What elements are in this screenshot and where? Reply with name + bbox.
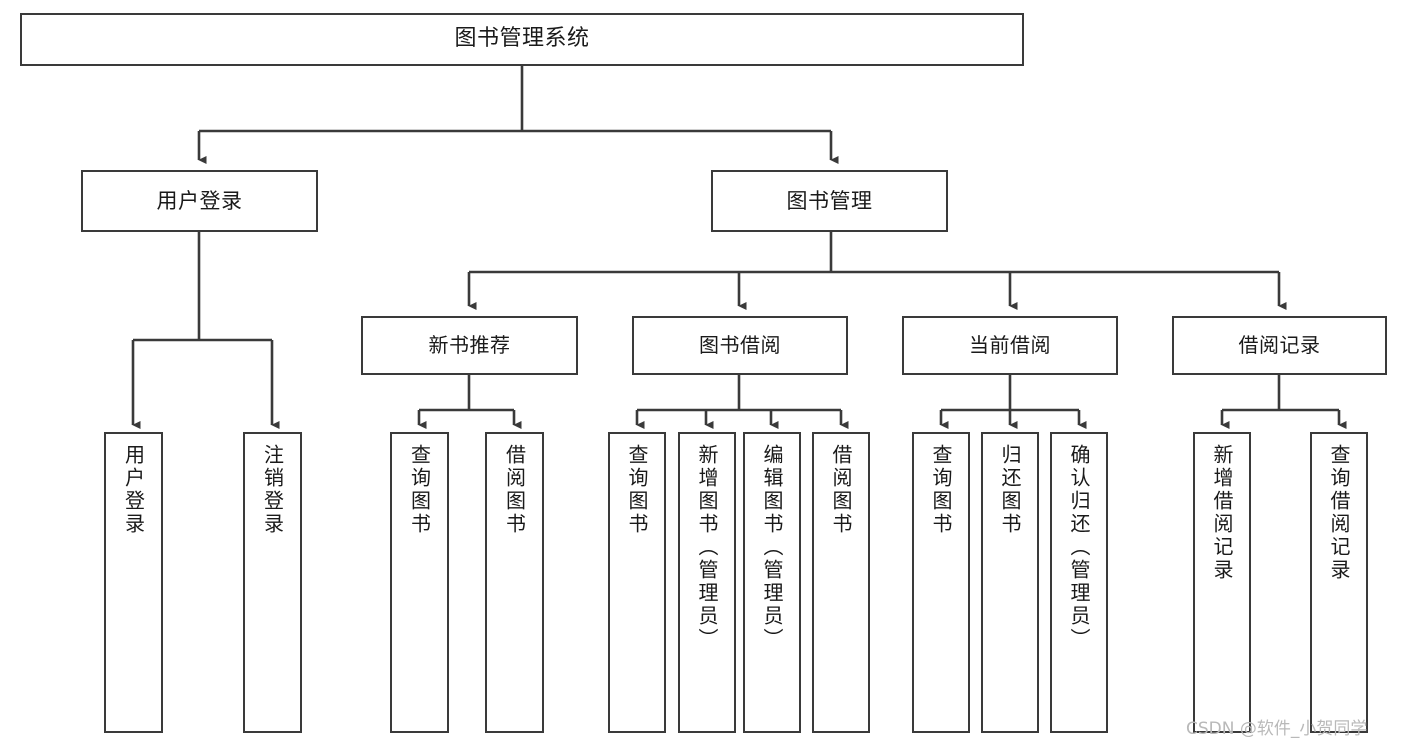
node-label: 新书推荐 (428, 332, 511, 357)
node-label: 图书借阅 (699, 332, 781, 357)
node-label: 查询图书 (407, 444, 432, 536)
node-label: 查询借阅记录 (1327, 444, 1351, 582)
leaf-user-login-logout[interactable]: 注销登录 (243, 432, 302, 733)
leaf-book-borrow-edit[interactable]: 编辑图书（管理员） (743, 432, 801, 733)
node-label: 用户登录 (156, 188, 243, 213)
node-label: 确认归还（管理员） (1067, 444, 1091, 651)
node-label: 借阅记录 (1238, 332, 1321, 357)
leaf-user-login-login[interactable]: 用户登录 (104, 432, 163, 733)
leaf-record-query[interactable]: 查询借阅记录 (1310, 432, 1368, 733)
node-label: 图书管理系统 (454, 26, 590, 52)
node-label: 当前借阅 (969, 332, 1051, 357)
leaf-book-borrow-query[interactable]: 查询图书 (608, 432, 666, 733)
node-label: 查询图书 (929, 444, 953, 536)
leaf-current-borrow-confirm-return[interactable]: 确认归还（管理员） (1050, 432, 1108, 733)
node-label: 注销登录 (260, 444, 285, 536)
leaf-record-add[interactable]: 新增借阅记录 (1193, 432, 1251, 733)
node-label: 用户登录 (121, 444, 146, 536)
node-label: 借阅图书 (502, 444, 527, 536)
node-root-system[interactable]: 图书管理系统 (20, 13, 1024, 66)
node-new-book-recommend[interactable]: 新书推荐 (361, 316, 578, 375)
csdn-watermark: CSDN @软件_小贺同学 (1186, 719, 1368, 739)
node-label: 编辑图书（管理员） (760, 444, 784, 651)
leaf-book-borrow-borrow[interactable]: 借阅图书 (812, 432, 870, 733)
leaf-current-borrow-return[interactable]: 归还图书 (981, 432, 1039, 733)
leaf-book-borrow-add[interactable]: 新增图书（管理员） (678, 432, 736, 733)
node-book-borrowing[interactable]: 图书借阅 (632, 316, 848, 375)
node-user-login[interactable]: 用户登录 (81, 170, 318, 232)
node-label: 归还图书 (998, 444, 1022, 536)
node-label: 查询图书 (625, 444, 649, 536)
leaf-current-borrow-query[interactable]: 查询图书 (912, 432, 970, 733)
node-label: 借阅图书 (829, 444, 853, 536)
leaf-new-book-query[interactable]: 查询图书 (390, 432, 449, 733)
node-current-borrowing[interactable]: 当前借阅 (902, 316, 1118, 375)
node-borrow-records[interactable]: 借阅记录 (1172, 316, 1387, 375)
node-label: 新增借阅记录 (1210, 444, 1234, 582)
leaf-new-book-borrow[interactable]: 借阅图书 (485, 432, 544, 733)
node-label: 新增图书（管理员） (695, 444, 719, 651)
node-label: 图书管理 (786, 188, 873, 213)
node-book-management[interactable]: 图书管理 (711, 170, 948, 232)
